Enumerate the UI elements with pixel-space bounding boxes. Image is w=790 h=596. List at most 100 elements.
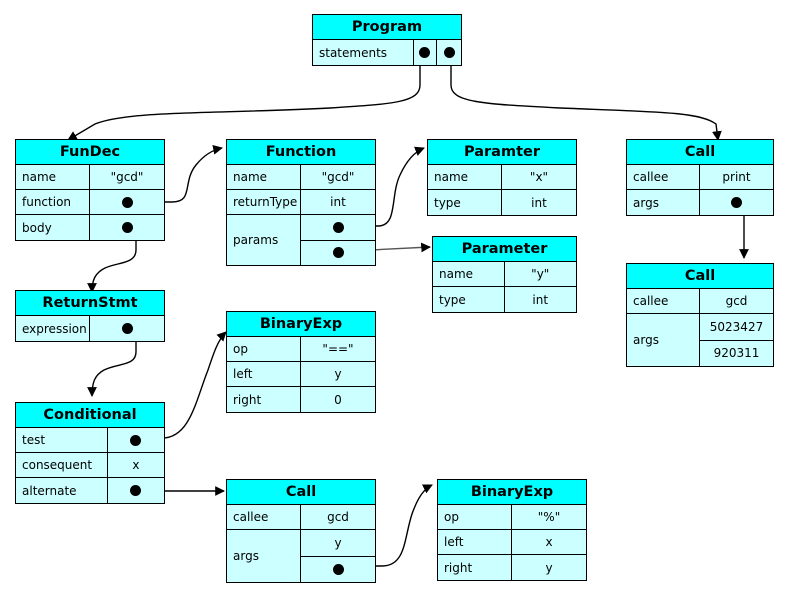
params-item-1[interactable]: [301, 241, 375, 266]
edge-fundec-body-to-returnstmt: [87, 233, 137, 293]
cell-value-left: y: [301, 362, 375, 386]
row-binaryexp-mod-left: left x: [438, 530, 586, 555]
cell-value-right: y: [512, 555, 586, 580]
node-program-title: Program: [313, 15, 461, 40]
cell-key-name: name: [16, 165, 90, 189]
node-call-gcd-numbers[interactable]: Call callee gcd args 5023427 920311: [626, 263, 774, 367]
cell-value-op: "%": [512, 505, 586, 529]
cell-key-args: args: [627, 190, 700, 215]
cell-value-name: "gcd": [90, 165, 164, 189]
cell-value-expression[interactable]: [90, 316, 164, 341]
node-paramter-x[interactable]: Paramter name "x" type int: [427, 139, 577, 216]
cell-value-function[interactable]: [90, 190, 164, 214]
pointer-dot-icon[interactable]: [731, 197, 742, 208]
cell-key-expression: expression: [16, 316, 90, 341]
cell-key-type: type: [428, 190, 502, 215]
cell-value-args: y: [301, 530, 375, 582]
edge-program-statements1-to-call-print: [450, 66, 722, 141]
row-binaryexp-eq-left: left y: [227, 362, 375, 387]
node-function[interactable]: Function name "gcd" returnType int param…: [226, 139, 376, 266]
row-call-print-args: args: [627, 190, 773, 215]
node-fundec-title: FunDec: [16, 140, 164, 165]
pointer-dot-icon[interactable]: [332, 247, 344, 259]
cell-key-callee: callee: [627, 165, 700, 189]
cell-key-args: args: [627, 314, 700, 366]
node-binaryexp-mod-title: BinaryExp: [438, 480, 586, 505]
cell-value-type: int: [504, 287, 576, 312]
cell-key-alternate: alternate: [16, 478, 108, 503]
cell-value-callee: gcd: [301, 505, 375, 529]
node-parameter-y[interactable]: Parameter name "y" type int: [432, 236, 577, 313]
cell-key-callee: callee: [227, 505, 301, 529]
row-fundec-name: name "gcd": [16, 165, 164, 190]
node-call-print[interactable]: Call callee print args: [626, 139, 774, 216]
row-function-params: params: [227, 215, 375, 265]
node-paramter-x-title: Paramter: [428, 140, 576, 165]
cell-value-consequent: x: [107, 453, 164, 477]
row-binaryexp-eq-op: op "==": [227, 337, 375, 362]
node-binaryexp-eq-title: BinaryExp: [227, 312, 375, 337]
cell-key-body: body: [16, 215, 90, 240]
pointer-dot-icon[interactable]: [332, 563, 344, 575]
node-function-title: Function: [227, 140, 375, 165]
cell-value-type: int: [502, 190, 576, 215]
node-conditional[interactable]: Conditional test consequent x alternate: [15, 402, 165, 504]
cell-value-op: "==": [301, 337, 375, 361]
cell-value-statements-0[interactable]: [413, 40, 438, 65]
pointer-dot-icon[interactable]: [121, 196, 133, 208]
row-call-recursive-callee: callee gcd: [227, 505, 375, 530]
cell-key-type: type: [433, 287, 505, 312]
cell-value-args[interactable]: [700, 190, 773, 215]
pointer-dot-icon[interactable]: [332, 221, 344, 233]
cell-key-callee: callee: [627, 289, 700, 313]
pointer-dot-icon[interactable]: [121, 222, 133, 233]
node-call-gcd-recursive[interactable]: Call callee gcd args y: [226, 479, 376, 583]
row-call-print-callee: callee print: [627, 165, 773, 190]
row-returnstmt-expression: expression: [16, 316, 164, 341]
cell-value-right: 0: [301, 387, 375, 412]
node-fundec[interactable]: FunDec name "gcd" function body: [15, 139, 165, 241]
row-binaryexp-mod-right: right y: [438, 555, 586, 580]
cell-value-name: "x": [502, 165, 576, 189]
args-item-1[interactable]: [301, 557, 375, 583]
row-call-gcd-callee: callee gcd: [627, 289, 773, 314]
pointer-dot-icon[interactable]: [419, 47, 431, 58]
row-call-gcd-args: args 5023427 920311: [627, 314, 773, 366]
row-program-statements: statements: [313, 40, 461, 65]
row-paramter-name: name "x": [428, 165, 576, 190]
pointer-dot-icon[interactable]: [130, 485, 142, 496]
node-conditional-title: Conditional: [16, 403, 164, 428]
node-binaryexp-mod[interactable]: BinaryExp op "%" left x right y: [437, 479, 587, 581]
row-fundec-function: function: [16, 190, 164, 215]
cell-value-alternate[interactable]: [107, 478, 164, 503]
row-parameter-type: type int: [433, 287, 576, 312]
node-parameter-y-title: Parameter: [433, 237, 576, 262]
node-call-print-title: Call: [627, 140, 773, 165]
node-program[interactable]: Program statements: [312, 14, 462, 66]
edge-returnstmt-expression-to-conditional: [87, 334, 137, 397]
pointer-dot-icon[interactable]: [121, 323, 133, 334]
node-returnstmt-title: ReturnStmt: [16, 291, 164, 316]
cell-value-statements-1[interactable]: [437, 40, 461, 65]
node-call-gcd-recursive-title: Call: [227, 480, 375, 505]
cell-key-statements: statements: [313, 40, 414, 65]
params-item-0[interactable]: [301, 215, 375, 241]
pointer-dot-icon[interactable]: [130, 434, 142, 446]
cell-value-returntype: int: [301, 190, 375, 214]
cell-value-body[interactable]: [90, 215, 164, 240]
pointer-dot-icon[interactable]: [443, 47, 455, 58]
cell-value-name: "gcd": [301, 165, 375, 189]
node-binaryexp-eq[interactable]: BinaryExp op "==" left y right 0: [226, 311, 376, 413]
cell-value-test[interactable]: [107, 428, 164, 452]
cell-value-params: [301, 215, 375, 265]
row-conditional-alternate: alternate: [16, 478, 164, 503]
cell-key-consequent: consequent: [16, 453, 108, 477]
node-returnstmt[interactable]: ReturnStmt expression: [15, 290, 165, 342]
cell-key-returntype: returnType: [227, 190, 301, 214]
cell-key-name: name: [227, 165, 301, 189]
row-paramter-type: type int: [428, 190, 576, 215]
row-call-recursive-args: args y: [227, 530, 375, 582]
cell-value-left: x: [512, 530, 586, 554]
row-conditional-test: test: [16, 428, 164, 453]
